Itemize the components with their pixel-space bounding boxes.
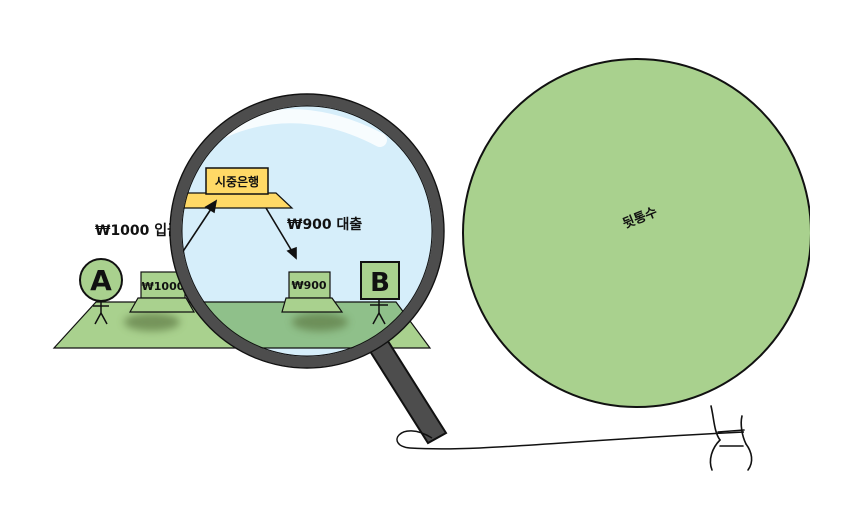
magnifier-rim <box>170 94 444 368</box>
bank-sign <box>205 167 269 195</box>
laptop-b-amount: ₩900 <box>291 279 326 292</box>
laptop-a: ₩1000 <box>128 271 196 313</box>
person-b-letter: B <box>370 268 390 298</box>
big-head-circle <box>462 58 812 408</box>
big-head-cover <box>810 0 868 511</box>
person-b: B <box>360 261 400 325</box>
lens-view <box>176 100 438 362</box>
hand-icon <box>709 405 753 471</box>
magnifier-rim-outline <box>169 93 445 369</box>
loan-arrow <box>265 207 297 260</box>
person-a: A <box>79 258 123 325</box>
person-b-head <box>360 261 400 300</box>
person-a-head <box>79 258 123 302</box>
bank-label: 시중은행 <box>215 174 259 189</box>
magnifier-handle <box>366 336 448 445</box>
bank-platform <box>172 192 294 209</box>
laptop-icon <box>281 271 344 313</box>
loan-label: ₩900 대출 <box>287 216 362 233</box>
laptop-a-shadow <box>124 313 180 331</box>
laptop-a-amount: ₩1000 <box>142 280 185 293</box>
magnifying-glass-icon <box>169 93 448 445</box>
magnifier-rim-inline <box>181 105 433 357</box>
shadow-area: 뒷통수 <box>462 0 868 511</box>
person-a-letter: A <box>90 264 112 297</box>
stick-figure-icon <box>93 300 109 325</box>
deposit-label: ₩1000 입금 <box>95 223 180 239</box>
magnifier-cord <box>396 430 745 450</box>
stick-figure-icon <box>370 298 388 325</box>
laptop-b: ₩900 <box>281 271 344 313</box>
bank: 시중은행 <box>172 167 294 209</box>
